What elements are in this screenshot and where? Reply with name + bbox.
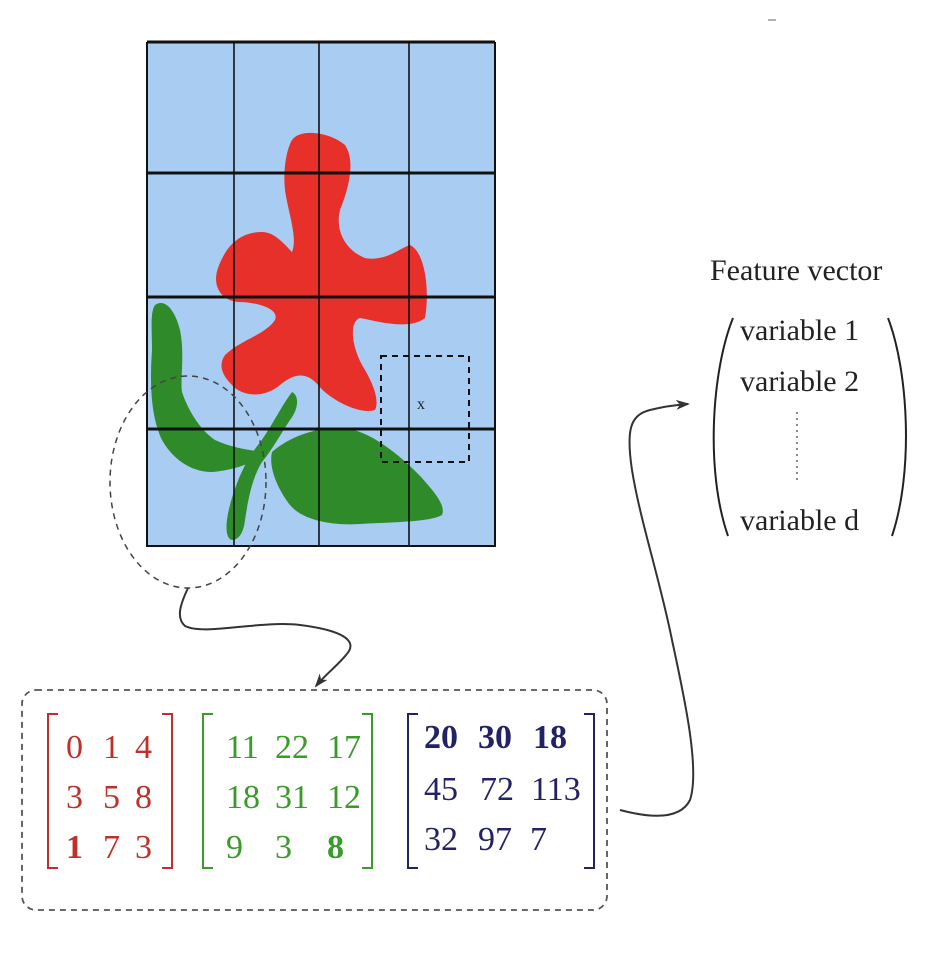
vector-variable-2: variable 2 (740, 365, 859, 398)
arrow-matrices-to-vector (619, 399, 695, 817)
image-grid (146, 40, 496, 547)
matrix-cell: 7 (530, 821, 547, 858)
matrix-cell: 18 (533, 719, 567, 756)
matrix-2: 11 22 17 18 31 12 9 3 8 (226, 729, 361, 866)
flower-petals (216, 132, 427, 411)
matrix-cell: 4 (135, 729, 152, 766)
matrix-cell: 7 (103, 829, 120, 866)
matrices-box (21, 689, 608, 911)
matrix-cell: 17 (327, 729, 361, 766)
matrix-cell: 18 (226, 779, 260, 816)
matrix-cell: 45 (424, 771, 458, 808)
arrow-region-to-matrices (178, 587, 352, 688)
leaf-right (271, 427, 443, 525)
matrix-cell: 8 (135, 779, 152, 816)
matrix-3: 20 30 18 45 72 113 32 97 7 (424, 719, 581, 858)
matrix-cell: 30 (478, 719, 512, 756)
matrix-cell: 9 (226, 829, 243, 866)
matrix-cell: 0 (66, 729, 83, 766)
matrix-cell: 8 (327, 829, 344, 866)
matrix-cell: 72 (480, 771, 514, 808)
matrix-cell: 3 (275, 829, 292, 866)
matrix-2-brackets (202, 713, 373, 869)
matrix-cell: 5 (103, 779, 120, 816)
feature-vector-title: Feature vector (710, 254, 882, 287)
matrix-cell: 1 (103, 729, 120, 766)
matrix-cell: 113 (531, 771, 581, 808)
matrix-cell: 31 (275, 779, 309, 816)
sliding-window (380, 355, 470, 463)
matrix-cell: 3 (135, 829, 152, 866)
vector-left-paren (712, 317, 734, 537)
matrix-cell: 20 (424, 719, 458, 756)
vector-variable-d: variable d (740, 504, 859, 537)
matrix-cell: 1 (66, 829, 83, 866)
matrix-3-brackets (407, 713, 595, 869)
vector-variable-1: variable 1 (740, 314, 859, 347)
matrix-1: 0 1 4 3 5 8 1 7 3 (66, 729, 152, 866)
matrix-cell: 11 (226, 729, 259, 766)
window-label: x (417, 396, 425, 413)
matrix-cell: 32 (424, 821, 458, 858)
matrix-1-brackets (47, 713, 173, 869)
matrix-cell: 22 (275, 729, 309, 766)
vector-right-paren (887, 317, 907, 537)
matrix-cell: 12 (327, 779, 361, 816)
matrix-cell: 97 (478, 821, 512, 858)
matrix-cell: 3 (66, 779, 83, 816)
